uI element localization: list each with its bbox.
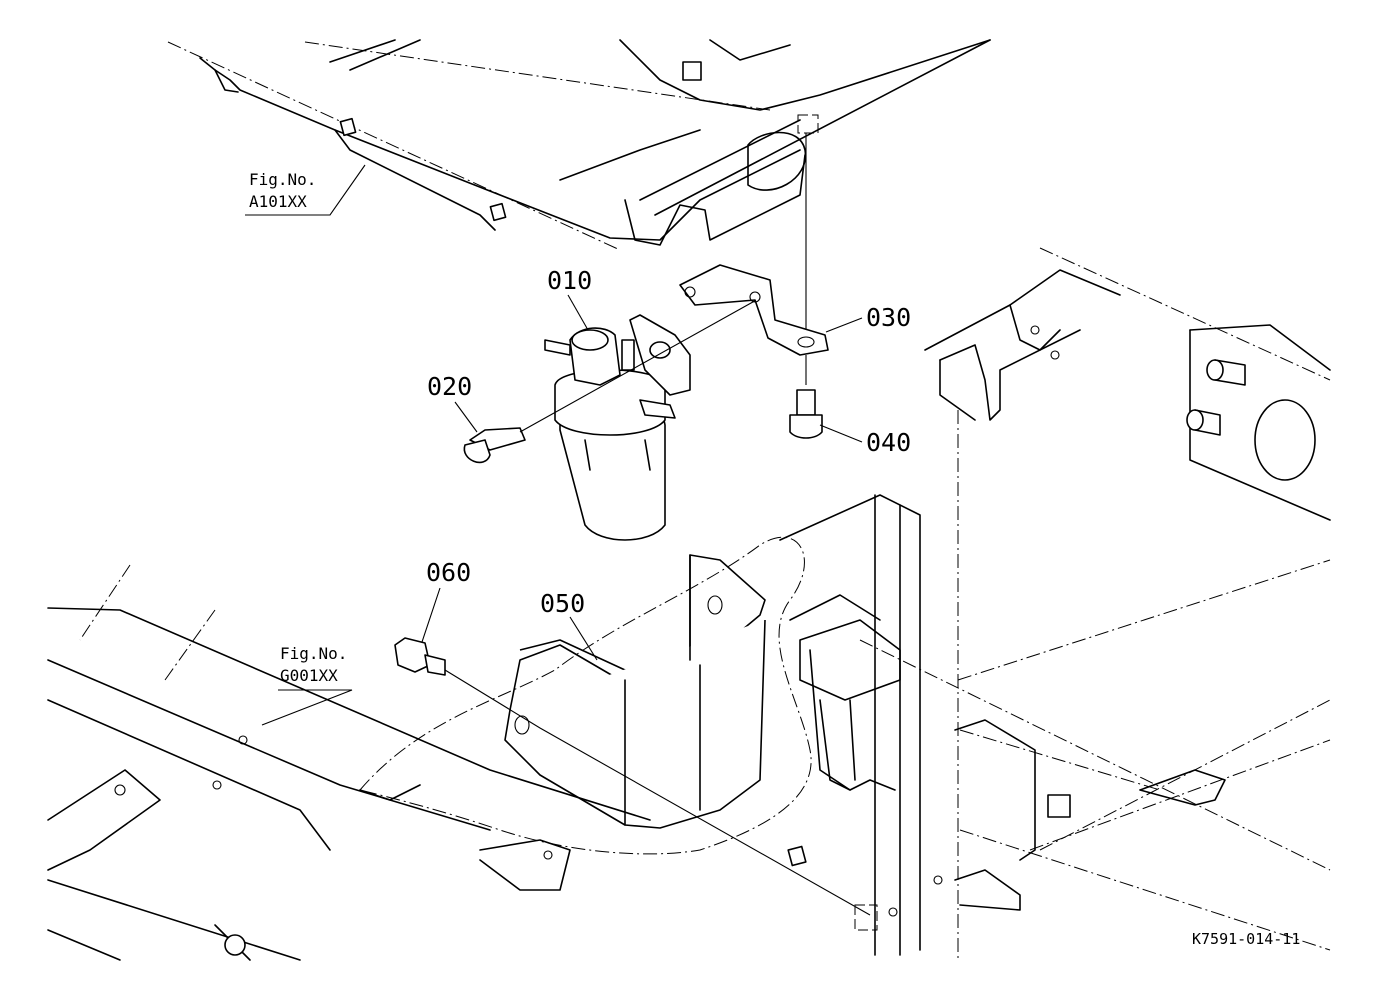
callout-010: 010: [547, 266, 593, 295]
fig-ref-g001xx-line1: Fig.No.: [280, 644, 348, 663]
fig-ref-g001xx-line2: G001XX: [280, 666, 338, 685]
cutout-boundary: [359, 536, 812, 855]
part-020-leader: [454, 401, 478, 433]
part-040-leader: [819, 424, 863, 443]
part-060-bolt: [394, 637, 871, 916]
lower-left-frame: [47, 564, 651, 961]
right-frame: [924, 247, 1331, 960]
part-050-leader: [569, 616, 598, 661]
part-010-fuel-filter: [544, 314, 691, 541]
callout-050: 050: [540, 589, 586, 618]
fig-ref-a101xx-leader: [245, 164, 366, 216]
fig-ref-a101xx-line2: A101XX: [249, 192, 307, 211]
callout-060: 060: [426, 558, 472, 587]
part-030-bracket: [679, 264, 829, 356]
drawing-id: K7591-014-11: [1192, 930, 1301, 948]
callout-020: 020: [427, 372, 473, 401]
top-cover-frame: [167, 39, 991, 340]
part-010-leader: [567, 294, 589, 331]
fig-ref-g001xx: Fig.No. G001XX: [280, 643, 347, 687]
part-030-leader: [825, 317, 863, 333]
center-right-structure: [779, 494, 1331, 956]
part-060-leader: [421, 587, 441, 643]
part-040-bolt: [789, 355, 823, 439]
fig-ref-g001xx-leader: [261, 689, 353, 726]
fig-ref-a101xx: Fig.No. A101XX: [249, 169, 316, 213]
part-020-bolt: [463, 297, 761, 464]
callout-030: 030: [866, 303, 912, 332]
callout-040: 040: [866, 428, 912, 457]
fig-ref-a101xx-line1: Fig.No.: [249, 170, 317, 189]
part-050-shield: [504, 554, 766, 829]
